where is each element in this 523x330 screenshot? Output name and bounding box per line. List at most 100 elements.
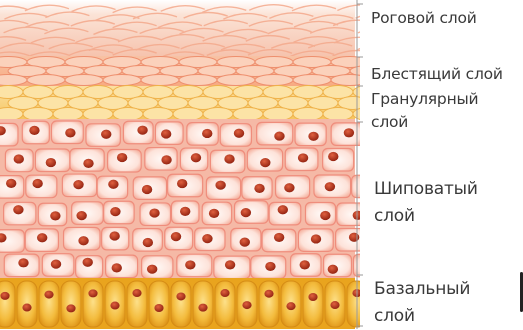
lucidum-cell xyxy=(217,75,255,86)
lucidum-cell xyxy=(141,75,179,86)
nucleus xyxy=(242,301,251,309)
nucleus xyxy=(330,301,339,309)
nucleus xyxy=(161,155,171,164)
nucleus xyxy=(0,292,9,300)
nucleus xyxy=(117,153,127,162)
nucleus xyxy=(328,152,338,161)
lucidum-cell xyxy=(27,75,65,86)
nucleus xyxy=(298,153,308,162)
nucleus xyxy=(108,180,118,189)
granulosum-cell xyxy=(233,108,263,121)
granulosum-cell xyxy=(203,108,233,121)
nucleus xyxy=(88,289,97,297)
nucleus xyxy=(260,158,270,167)
nucleus xyxy=(149,208,159,217)
granulosum-cell xyxy=(53,108,83,121)
nucleus xyxy=(308,132,318,141)
nucleus xyxy=(308,293,317,301)
nucleus xyxy=(176,292,185,300)
nucleus xyxy=(284,183,294,192)
nucleus xyxy=(224,154,234,163)
nucleus xyxy=(320,211,330,220)
spinosum-cell xyxy=(142,256,173,279)
spinosum-cell xyxy=(323,148,354,171)
granulosum-cell xyxy=(173,108,203,121)
layer-bracket xyxy=(352,0,372,329)
lucidum-cell xyxy=(293,75,331,86)
nucleus xyxy=(325,182,335,191)
nucleus xyxy=(110,207,120,216)
label-stratum-granulosum-line2: слой xyxy=(371,113,408,132)
granulosum-cell xyxy=(143,108,173,121)
nucleus xyxy=(46,158,56,167)
nucleus xyxy=(225,260,235,269)
nucleus xyxy=(109,231,119,240)
granulosum-cell xyxy=(263,108,293,121)
label-stratum-basale-line2: слой xyxy=(374,302,415,330)
label-stratum-spinosum-line1: Шиповатый xyxy=(374,175,478,203)
nucleus xyxy=(202,129,212,138)
basale-cell xyxy=(215,281,235,327)
nucleus xyxy=(202,234,212,243)
spinosum-cell xyxy=(235,201,269,224)
lucidum-cell xyxy=(65,75,103,86)
nucleus xyxy=(83,258,93,267)
nucleus xyxy=(44,291,53,299)
nucleus xyxy=(154,304,163,312)
nucleus xyxy=(37,233,47,242)
nucleus xyxy=(209,209,219,218)
granulosum-cell xyxy=(23,108,53,121)
nucleus xyxy=(143,238,153,247)
basale-cell xyxy=(171,281,191,327)
stratum-lucidum xyxy=(0,56,360,88)
basale-cell xyxy=(0,281,15,327)
nucleus xyxy=(274,131,284,140)
label-stratum-lucidum: Блестящий слой xyxy=(371,65,503,84)
nucleus xyxy=(13,205,23,214)
label-stratum-basale-line1: Базальный xyxy=(374,275,470,303)
granulosum-cell xyxy=(0,108,23,121)
nucleus xyxy=(66,304,75,312)
spinosum-cell xyxy=(324,254,352,277)
nucleus xyxy=(220,289,229,297)
nucleus xyxy=(142,185,152,194)
granulosum-cell xyxy=(83,108,113,121)
label-stratum-corneum: Роговой слой xyxy=(371,9,477,28)
nucleus xyxy=(311,234,321,243)
nucleus xyxy=(6,179,16,188)
stratum-granulosum xyxy=(0,86,360,121)
nucleus xyxy=(110,302,119,310)
nucleus xyxy=(264,290,273,298)
granulosum-cell xyxy=(323,108,353,121)
nucleus xyxy=(32,179,42,188)
nucleus xyxy=(241,208,251,217)
basale-cell xyxy=(259,281,279,327)
nucleus xyxy=(83,159,93,168)
lucidum-cell xyxy=(0,75,27,86)
nucleus xyxy=(73,180,83,189)
nucleus xyxy=(101,130,111,139)
nucleus xyxy=(171,232,181,241)
nucleus xyxy=(254,184,264,193)
lucidum-cell xyxy=(103,75,141,86)
nucleus xyxy=(50,211,60,220)
spinosum-cell xyxy=(305,203,335,226)
nucleus xyxy=(14,154,24,163)
basale-cell xyxy=(39,281,59,327)
nucleus xyxy=(22,304,31,312)
granulosum-cell xyxy=(113,108,143,121)
nucleus xyxy=(240,238,250,247)
nucleus xyxy=(286,302,295,310)
basale-cell xyxy=(303,281,323,327)
nucleus xyxy=(185,260,195,269)
nucleus xyxy=(76,211,86,220)
nucleus xyxy=(18,258,28,267)
nucleus xyxy=(300,260,310,269)
basale-cell xyxy=(83,281,103,327)
spinosum-cell xyxy=(72,202,103,225)
nucleus xyxy=(177,179,187,188)
nucleus xyxy=(265,262,275,271)
lucidum-cell xyxy=(179,75,217,86)
nucleus xyxy=(234,129,244,138)
nucleus xyxy=(132,289,141,297)
